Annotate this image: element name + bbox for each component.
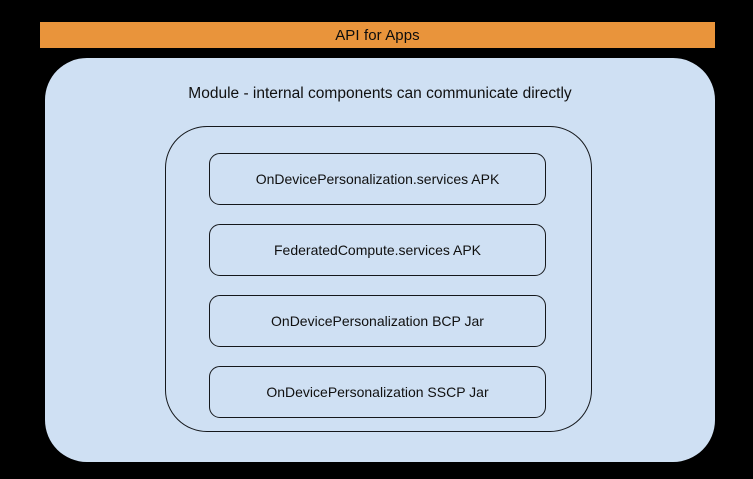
component-box-ondevicepersonalization-sscp-jar: OnDevicePersonalization SSCP Jar bbox=[209, 366, 546, 418]
component-list: OnDevicePersonalization.services APK Fed… bbox=[209, 153, 546, 418]
api-for-apps-banner-label: API for Apps bbox=[335, 26, 420, 44]
component-label: OnDevicePersonalization.services APK bbox=[255, 171, 500, 187]
component-box-ondevicepersonalization-bcp-jar: OnDevicePersonalization BCP Jar bbox=[209, 295, 546, 347]
component-box-ondevicepersonalization-services-apk: OnDevicePersonalization.services APK bbox=[209, 153, 546, 205]
component-label: FederatedCompute.services APK bbox=[274, 242, 481, 258]
component-label: OnDevicePersonalization BCP Jar bbox=[271, 313, 484, 329]
module-panel: Module - internal components can communi… bbox=[45, 58, 715, 462]
component-label: OnDevicePersonalization SSCP Jar bbox=[266, 384, 489, 400]
module-caption: Module - internal components can communi… bbox=[188, 85, 572, 102]
component-box-federatedcompute-services-apk: FederatedCompute.services APK bbox=[209, 224, 546, 276]
api-for-apps-banner: API for Apps bbox=[40, 22, 715, 48]
internal-components-group: OnDevicePersonalization.services APK Fed… bbox=[165, 126, 592, 432]
